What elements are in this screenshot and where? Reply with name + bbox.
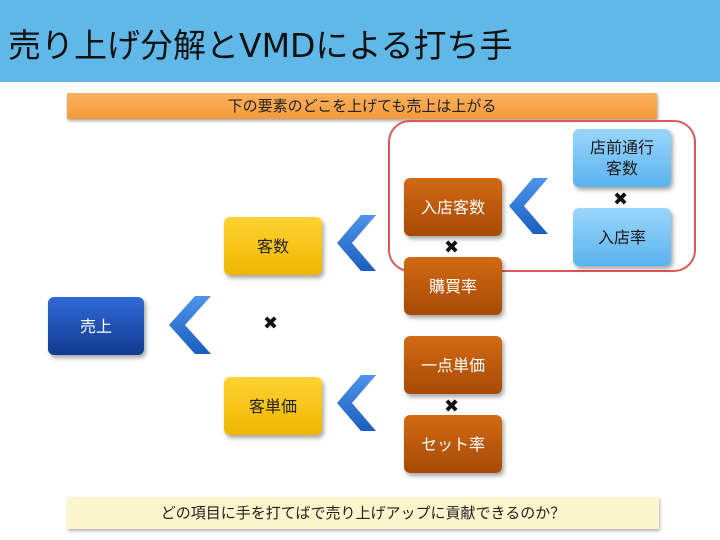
node-customers-label: 客数 [256, 236, 289, 256]
node-entry-rate-label: 入店率 [597, 227, 646, 247]
node-set-rate: セット率 [404, 415, 502, 473]
node-entry-rate: 入店率 [573, 208, 671, 266]
page-title: 売り上げ分解とVMDによる打ち手 [8, 26, 513, 65]
node-purchase-rate-label: 購買率 [428, 276, 477, 296]
node-sales: 売上 [48, 297, 144, 355]
node-visitors: 入店客数 [404, 178, 502, 236]
banner-note: 下の要素のどこを上げても売上は上がる [67, 93, 657, 119]
multiply-icon: ✖ [263, 313, 279, 334]
node-passersby-line1: 店前通行 [589, 138, 654, 157]
node-unit-price: 客単価 [224, 377, 322, 435]
node-visitors-label: 入店客数 [420, 197, 485, 217]
node-sales-label: 売上 [79, 316, 112, 336]
highlight-ring [388, 120, 696, 272]
multiply-icon: ✖ [444, 237, 460, 258]
node-customers: 客数 [224, 217, 322, 275]
chevron-left-icon [169, 296, 211, 354]
chevron-left-icon [509, 178, 548, 234]
node-unit-price-label: 客単価 [248, 396, 297, 416]
node-passersby-line2: 客数 [605, 159, 638, 178]
node-purchase-rate: 購買率 [404, 257, 502, 315]
multiply-icon: ✖ [444, 396, 460, 417]
chevron-left-icon [337, 215, 376, 271]
footer-question: どの項目に手を打てばで売り上げアップに貢献できるのか？ [67, 497, 659, 529]
title-bar: 売り上げ分解とVMDによる打ち手 [0, 0, 720, 82]
node-item-price-label: 一点単価 [420, 355, 485, 375]
multiply-icon: ✖ [613, 189, 629, 210]
node-passersby: 店前通行 客数 [573, 129, 671, 187]
chevron-left-icon [337, 375, 376, 431]
node-item-price: 一点単価 [404, 336, 502, 394]
node-set-rate-label: セット率 [420, 434, 485, 454]
